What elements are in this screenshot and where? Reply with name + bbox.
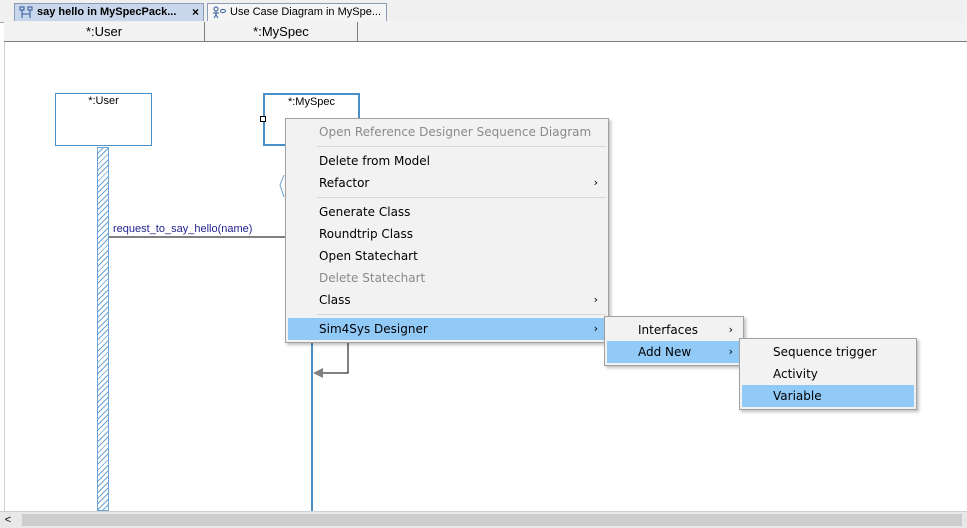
- chevron-right-icon: ›: [593, 322, 598, 335]
- selection-handle[interactable]: [260, 116, 266, 122]
- menu-item-label: Interfaces: [638, 323, 698, 337]
- add-new-submenu: Sequence trigger Activity Variable: [739, 338, 917, 410]
- menu-separator: [317, 197, 606, 198]
- lifeline-myspec-line[interactable]: [311, 332, 313, 511]
- sequence-diagram-icon: [19, 6, 33, 18]
- message-label[interactable]: request_to_say_hello(name): [113, 223, 253, 235]
- menu-item-label: Add New: [638, 345, 692, 359]
- lifeline-myspec-label: *:MySpec: [287, 96, 336, 108]
- arrow-head-icon: [313, 368, 323, 378]
- menu-item-sim4sys-designer[interactable]: Sim4Sys Designer ›: [288, 318, 606, 340]
- context-menu: Open Reference Designer Sequence Diagram…: [285, 118, 609, 343]
- editor-tab-bar: say hello in MySpecPack... × Use Case Di…: [0, 0, 967, 23]
- scrollbar-thumb[interactable]: [22, 514, 962, 526]
- tab-use-case-diagram[interactable]: Use Case Diagram in MySpe...: [207, 3, 387, 21]
- tab-say-hello[interactable]: say hello in MySpecPack... ×: [14, 3, 204, 21]
- close-icon[interactable]: ×: [191, 5, 199, 19]
- menu-item-label: Sim4Sys Designer: [319, 322, 428, 336]
- menu-item-variable[interactable]: Variable: [742, 385, 914, 407]
- lifeline-header-user[interactable]: *:User: [4, 22, 205, 41]
- scroll-left-arrow-icon[interactable]: <: [4, 514, 12, 526]
- lifeline-user-label: *:User: [88, 95, 119, 107]
- use-case-diagram-icon: [213, 6, 226, 19]
- menu-item-sequence-trigger[interactable]: Sequence trigger: [773, 345, 877, 359]
- menu-item-class[interactable]: Class ›: [288, 289, 606, 311]
- menu-item-open-reference-designer[interactable]: Open Reference Designer Sequence Diagram: [319, 125, 592, 139]
- chevron-right-icon: ›: [593, 293, 598, 306]
- menu-item-interfaces[interactable]: Interfaces ›: [607, 319, 741, 341]
- menu-item-label: Refactor: [319, 176, 370, 190]
- menu-item-label: Class: [319, 293, 351, 307]
- menu-item-activity[interactable]: Activity: [773, 367, 818, 381]
- menu-item-delete-from-model[interactable]: Delete from Model: [319, 154, 431, 168]
- tab-label: Use Case Diagram in MySpe...: [230, 6, 381, 18]
- chevron-right-icon: ›: [593, 176, 598, 189]
- lifeline-user-activation[interactable]: [97, 147, 109, 511]
- tab-label: say hello in MySpecPack...: [37, 6, 177, 18]
- lifeline-header-myspec[interactable]: *:MySpec: [205, 22, 358, 41]
- horizontal-scrollbar[interactable]: <: [0, 511, 967, 528]
- chevron-right-icon: ›: [728, 345, 733, 358]
- menu-item-delete-statechart[interactable]: Delete Statechart: [319, 271, 426, 285]
- menu-item-add-new[interactable]: Add New ›: [607, 341, 741, 363]
- chevron-right-icon: ›: [728, 323, 733, 336]
- menu-item-open-statechart[interactable]: Open Statechart: [319, 249, 418, 263]
- menu-item-refactor[interactable]: Refactor ›: [288, 172, 606, 194]
- lifeline-user-box[interactable]: *:User: [55, 93, 152, 146]
- self-message-line[interactable]: [313, 341, 349, 374]
- menu-item-roundtrip-class[interactable]: Roundtrip Class: [319, 227, 413, 241]
- menu-item-generate-class[interactable]: Generate Class: [319, 205, 411, 219]
- sim4sys-submenu: Interfaces › Add New ›: [604, 316, 744, 366]
- self-message-curve: [279, 174, 285, 198]
- menu-separator: [317, 146, 606, 147]
- menu-separator: [317, 314, 606, 315]
- lifeline-header-row: *:User *:MySpec: [4, 22, 967, 42]
- diagram-canvas[interactable]: *:User *:MySpec request_to_say_hello(nam…: [4, 42, 967, 511]
